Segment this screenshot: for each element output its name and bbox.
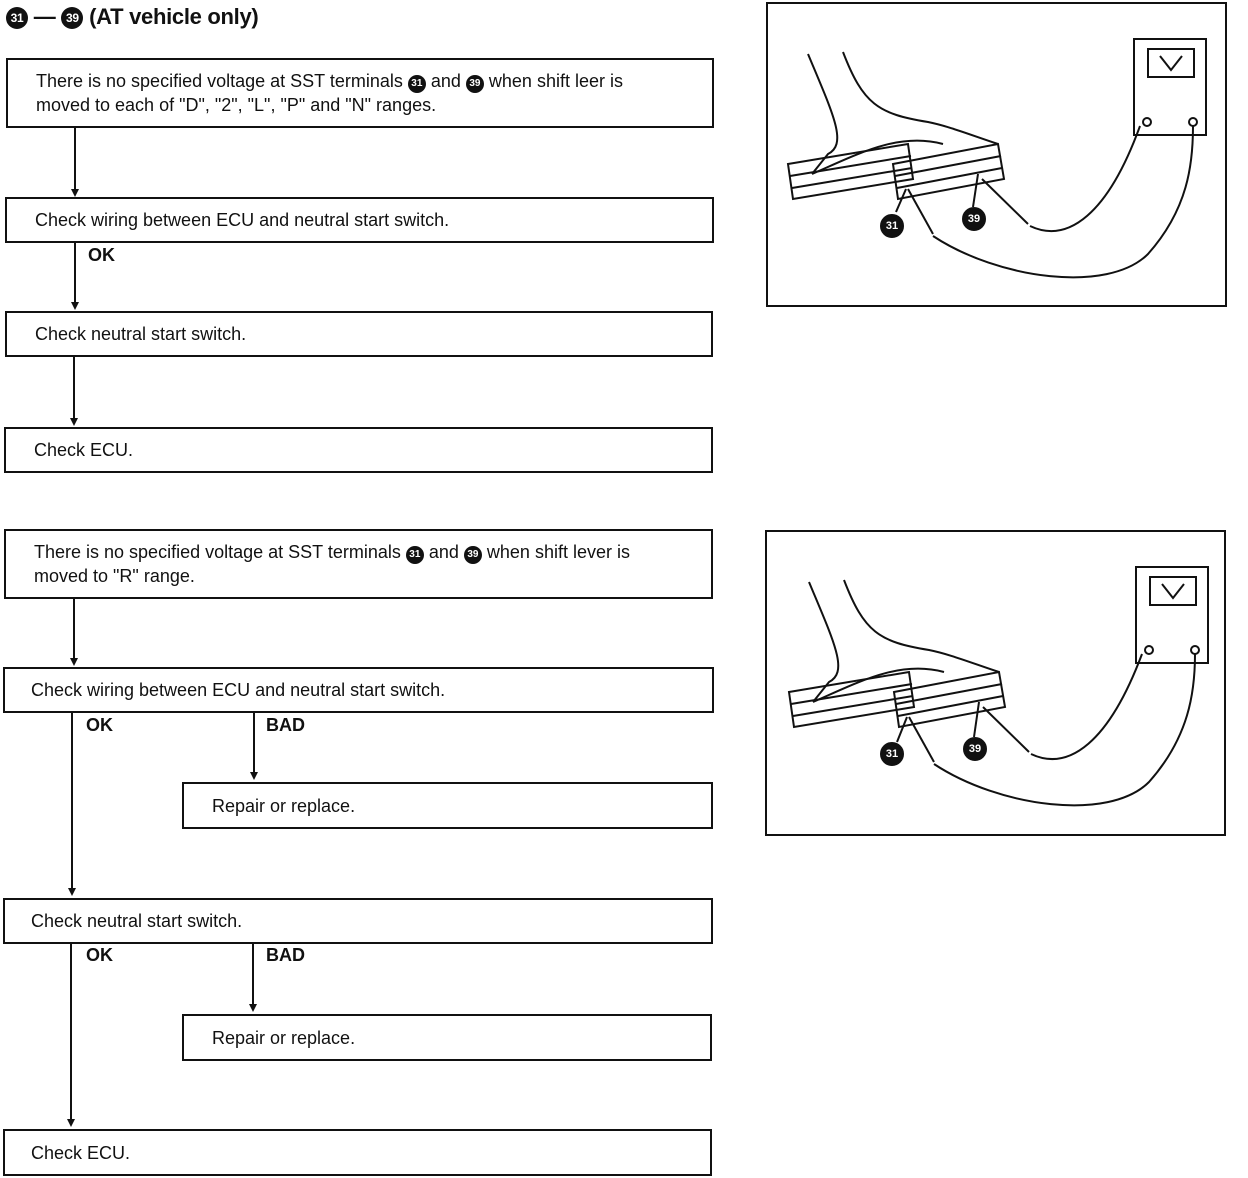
arrow-down-icon: [70, 658, 78, 666]
terminal-39-badge: 39: [465, 75, 484, 93]
bottom-step2-ok-label: OK: [86, 945, 113, 965]
bottom-step1-text: Check wiring between ECU and neutral sta…: [31, 680, 446, 700]
terminal-31-badge: 31: [405, 546, 424, 564]
top-step1-ok-label: OK: [88, 245, 115, 265]
title-suffix: (AT vehicle only): [83, 4, 259, 29]
connector-line: [70, 944, 72, 1120]
top-step2-box: Check neutral start switch.: [5, 311, 713, 357]
bottom-start-box: There is no specified voltage at SST ter…: [4, 529, 713, 599]
callout-39: 39: [963, 737, 987, 761]
voltmeter-illustration-top: 31 39: [766, 2, 1227, 307]
top-step1-text: Check wiring between ECU and neutral sta…: [35, 210, 450, 230]
callout-31: 31: [880, 742, 904, 766]
connector-line: [73, 357, 75, 419]
connector-probe-drawing: [786, 38, 1207, 279]
top-step3-box: Check ECU.: [4, 427, 713, 473]
page-title: 31 — 39 (AT vehicle only): [6, 4, 259, 30]
arrow-down-icon: [67, 1119, 75, 1127]
connector-line: [71, 713, 73, 889]
connector-line: [253, 713, 255, 773]
terminal-31-badge: 31: [6, 7, 28, 29]
top-start-text: There is no specified voltage at SST ter…: [36, 71, 623, 115]
connector-line: [252, 944, 254, 1005]
arrow-down-icon: [71, 189, 79, 197]
arrow-down-icon: [68, 888, 76, 896]
title-dash: —: [28, 4, 62, 29]
bottom-step2-box: Check neutral start switch.: [3, 898, 713, 944]
bottom-step1-fix-text: Repair or replace.: [212, 795, 356, 816]
arrow-down-icon: [70, 418, 78, 426]
connector-line: [74, 243, 76, 303]
top-step3-text: Check ECU.: [34, 440, 134, 460]
bottom-step2-fix-text: Repair or replace.: [212, 1027, 356, 1048]
connector-line: [74, 128, 76, 190]
top-step2-text: Check neutral start switch.: [35, 324, 247, 344]
bottom-step1-box: Check wiring between ECU and neutral sta…: [3, 667, 714, 713]
arrow-down-icon: [71, 302, 79, 310]
bottom-step1-fix-box: Repair or replace.: [182, 782, 713, 829]
connector-line: [73, 599, 75, 659]
bottom-step1-bad-label: BAD: [266, 715, 305, 735]
connector-probe-drawing: [787, 566, 1209, 807]
callout-39: 39: [962, 207, 986, 231]
voltmeter-illustration-bottom: 31 39: [765, 530, 1226, 836]
arrow-down-icon: [250, 772, 258, 780]
bottom-step3-box: Check ECU.: [3, 1129, 712, 1176]
bottom-step2-text: Check neutral start switch.: [31, 911, 243, 931]
terminal-31-badge: 31: [407, 75, 426, 93]
bottom-step1-ok-label: OK: [86, 715, 113, 735]
callout-31: 31: [880, 214, 904, 238]
bottom-step3-text: Check ECU.: [31, 1142, 131, 1163]
top-step1-box: Check wiring between ECU and neutral sta…: [5, 197, 714, 243]
arrow-down-icon: [249, 1004, 257, 1012]
bottom-step2-bad-label: BAD: [266, 945, 305, 965]
terminal-39-badge: 39: [61, 7, 84, 29]
top-start-box: There is no specified voltage at SST ter…: [6, 58, 714, 128]
bottom-start-text: There is no specified voltage at SST ter…: [34, 542, 630, 586]
bottom-step2-fix-box: Repair or replace.: [182, 1014, 712, 1061]
terminal-39-badge: 39: [463, 546, 482, 564]
